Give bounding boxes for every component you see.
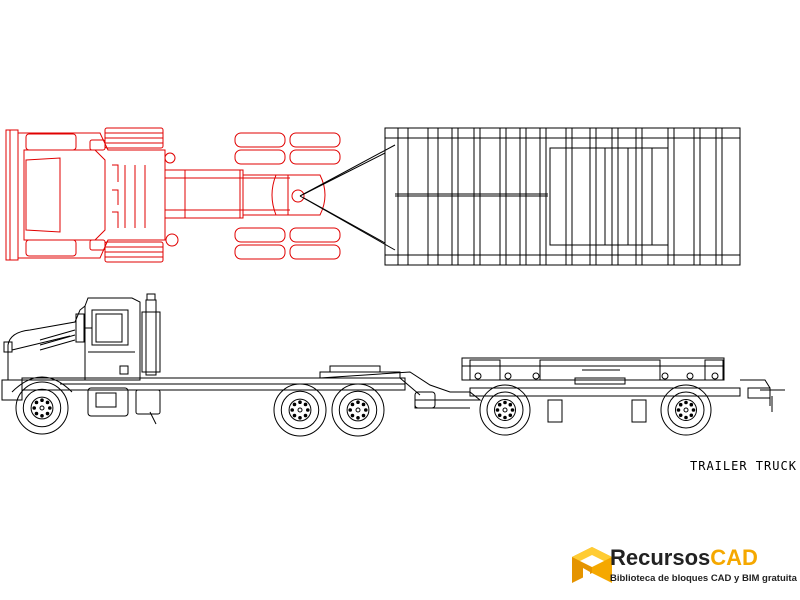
cross-member: [667, 128, 675, 265]
cross-member: [539, 128, 547, 265]
cross-member: [473, 128, 481, 265]
wheel-icon: [331, 383, 385, 437]
cross-member: [397, 128, 409, 265]
cross-member: [693, 128, 701, 265]
brand-tagline: Biblioteca de bloques CAD y BIM gratuita: [610, 573, 797, 584]
wheel-icon: [479, 384, 531, 436]
brand-name-part2: CAD: [710, 545, 758, 570]
cross-member: [451, 128, 459, 265]
cross-member: [635, 128, 643, 265]
side-view-trailer: [319, 357, 785, 436]
recursoscad-watermark[interactable]: RecursosCAD Biblioteca de bloques CAD y …: [572, 540, 800, 600]
wheel-arches: [11, 376, 73, 393]
cube-logo-icon: [572, 547, 612, 583]
wheel-icon: [15, 381, 69, 435]
cross-member: [611, 128, 619, 265]
cross-member: [589, 128, 597, 265]
plan-view-tractor: [5, 127, 341, 263]
cross-member: [715, 128, 723, 265]
wheel-icon: [273, 383, 327, 437]
brand-name-part1: Recursos: [610, 545, 711, 570]
cross-member: [519, 128, 527, 265]
brand-name: RecursosCAD: [610, 546, 758, 570]
cross-member: [499, 128, 507, 265]
cross-member: [427, 128, 439, 265]
wheel-icon: [660, 384, 712, 436]
cross-member: [565, 128, 573, 265]
side-view-truck: [1, 293, 406, 437]
plan-view-trailer: [299, 127, 741, 266]
drawing-caption: TRAILER TRUCK: [690, 459, 797, 473]
